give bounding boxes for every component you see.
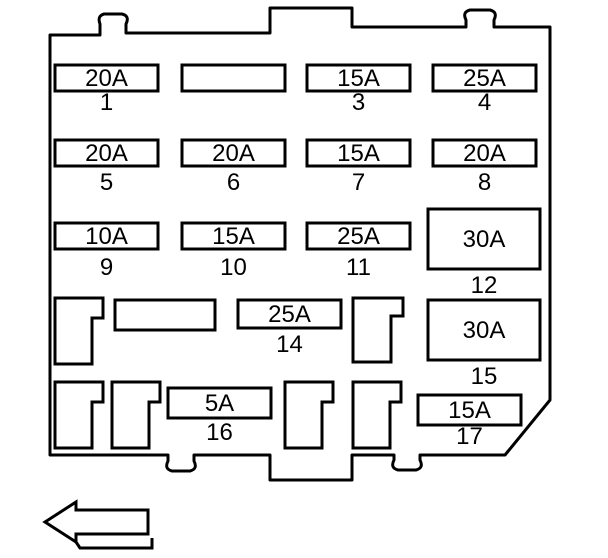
fuse-number: 7: [352, 169, 365, 196]
relay-5: [283, 380, 335, 450]
relay-3: [110, 380, 162, 450]
fuse-rating: 5A: [205, 390, 234, 417]
fuse-rating: 15A: [448, 397, 491, 424]
fuse-slot: [180, 138, 287, 168]
fuse-slot: [236, 298, 343, 330]
fuse-number: 3: [352, 89, 365, 116]
arrow-left-icon: [42, 499, 150, 545]
fuse-rating: 25A: [337, 223, 380, 250]
fuse-rating: 20A: [85, 65, 128, 92]
fuse-slot: [166, 386, 273, 420]
fuse-number: 10: [220, 254, 247, 281]
fuse-number: 14: [276, 331, 303, 358]
fuse-slot: [53, 63, 160, 93]
fuse-rating: 20A: [85, 140, 128, 167]
fuse-rating: 15A: [212, 223, 255, 250]
fuse-slot: [305, 138, 412, 168]
relay-1: [53, 296, 105, 366]
fuse-slot: [53, 221, 160, 251]
fuse-number: 6: [227, 169, 240, 196]
fuse-slot: [305, 63, 412, 93]
relay-4: [351, 296, 405, 364]
fuse-slot: [180, 63, 287, 93]
fuse-13: [113, 298, 217, 332]
fuse-number: 1: [100, 89, 113, 116]
fuse-slot: [426, 298, 542, 362]
fuse-slot: [113, 298, 217, 332]
fuse-rating: 25A: [268, 301, 311, 328]
relay-2: [53, 380, 105, 450]
fuse-rating: 15A: [337, 65, 380, 92]
fuse-slot: [305, 221, 412, 251]
fuse-number: 12: [471, 272, 498, 299]
fuse-slot: [431, 63, 538, 93]
fuse-number: 11: [346, 254, 371, 281]
fuse-number: 5: [100, 169, 113, 196]
fuse-slot: [180, 221, 287, 251]
fuse-number: 4: [478, 89, 491, 116]
fuse-rating: 20A: [463, 140, 506, 167]
fuse-rating: 10A: [85, 223, 128, 250]
fuse-rating: 30A: [463, 226, 506, 253]
fuse-number: 15: [471, 363, 498, 390]
fuse-number: 8: [478, 169, 491, 196]
fuse-slot: [416, 393, 523, 427]
fuse-rating: 20A: [212, 140, 255, 167]
fuse-box-outline: [48, 6, 552, 482]
fuse-2: [180, 63, 287, 93]
fuse-12: 30A 12: [426, 207, 542, 299]
fuse-slot: [431, 138, 538, 168]
fuse-rating: 15A: [337, 140, 380, 167]
fuse-15: 30A 15: [426, 298, 542, 390]
fuse-slot: [53, 138, 160, 168]
fuse-slot: [426, 207, 542, 271]
fuse-rating: 25A: [463, 65, 506, 92]
arrow-shadow: [74, 538, 154, 550]
fuse-number: 9: [100, 254, 113, 281]
fuse-rating: 30A: [463, 317, 506, 344]
fuse-number: 16: [206, 419, 233, 446]
relay-6: [351, 380, 403, 450]
fuse-number: 17: [456, 423, 483, 450]
